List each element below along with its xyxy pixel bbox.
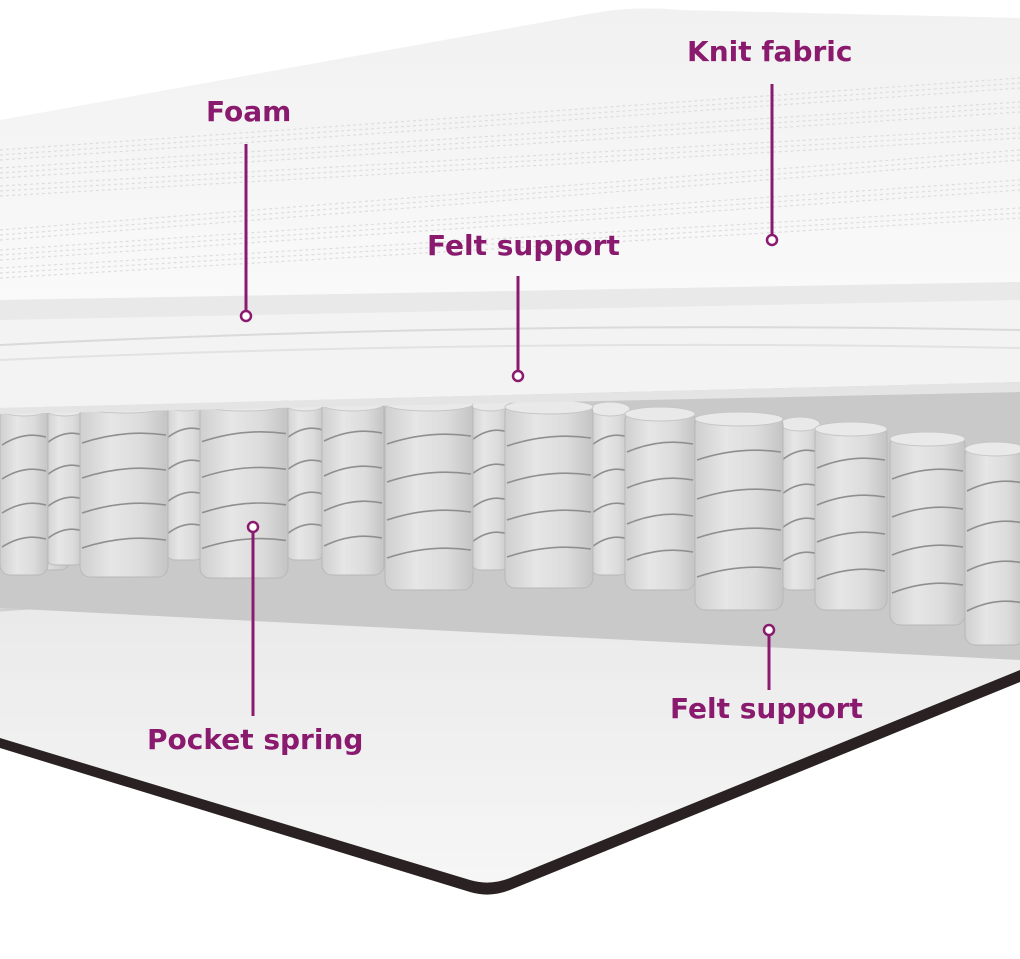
callout-pocket-spring [246,520,260,716]
pocket-spring-coil [199,396,289,579]
stitch-line [0,159,1020,241]
stitch-line [0,77,1020,151]
stitch-line [0,82,1020,156]
knit-fabric-layer [0,8,1020,320]
stitch-line [0,184,1020,256]
pocket-spring-coil [0,401,49,576]
pocket-spring-coil [589,401,631,576]
pocket-spring-coil [469,396,511,571]
stitch-line [0,111,1020,179]
label-felt-support-bottom: Felt support [670,692,863,725]
callout-lines [239,84,779,716]
stitch-line [0,127,1020,187]
stitch-line [0,149,1020,231]
stitch-line [0,106,1020,174]
pocket-spring-coil [779,416,821,591]
stitch-line [0,154,1020,236]
pocket-spring-coil [694,411,784,611]
callout-knit-fabric [765,84,779,247]
pocket-spring-coil [624,406,696,591]
pocket-spring-coil [889,431,966,626]
pocket-spring-coil [79,398,169,578]
label-felt-support-top: Felt support [427,229,620,262]
stitch-line [0,137,1020,197]
quilting-stitches [0,77,1020,279]
stitch-line [0,132,1020,192]
pocket-spring-coil [384,396,474,591]
stitch-line [0,207,1020,269]
callout-felt-top [511,276,525,383]
pocket-spring-coil [321,396,385,576]
pocket-spring-coil [164,396,206,561]
callout-foam [239,144,253,323]
stitch-line [0,217,1020,279]
stitch-line [0,87,1020,161]
label-pocket-spring: Pocket spring [147,723,364,756]
label-knit-fabric: Knit fabric [687,35,853,68]
pocket-spring-coil [964,441,1020,646]
pocket-spring-coil [504,399,594,589]
label-foam: Foam [206,95,292,128]
stitch-line [0,212,1020,274]
felt-foam-layer [0,295,1020,414]
stitch-line [0,179,1020,251]
pocket-spring-coil [814,421,888,611]
pocket-spring-coil [44,401,86,566]
pocket-spring-coil [284,396,326,561]
stitch-line [0,189,1020,261]
callout-felt-bottom [762,623,776,690]
stitch-line [0,101,1020,169]
